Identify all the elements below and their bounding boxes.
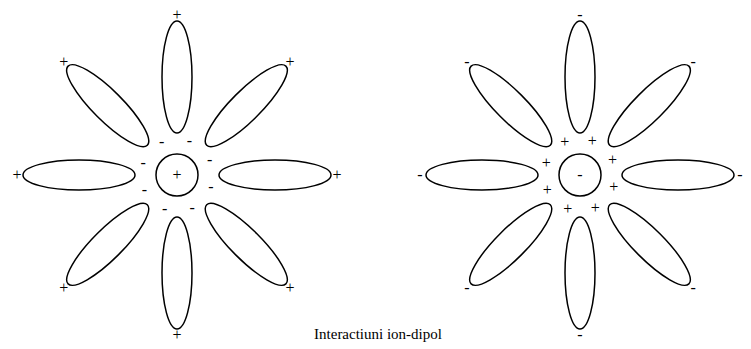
charge-sign: -	[417, 167, 422, 183]
charge-sign: -	[464, 280, 469, 296]
dipole-ellipse	[565, 21, 595, 133]
charge-sign: -	[142, 182, 147, 198]
ion-circle-outline	[559, 154, 601, 196]
dipole-ellipse	[599, 194, 699, 294]
charge-sign: +	[172, 327, 181, 343]
charge-sign: -	[464, 54, 469, 70]
charge-sign: +	[332, 167, 341, 183]
charge-sign: -	[162, 201, 167, 217]
ion-charge: +	[172, 167, 181, 183]
ion-circle: -	[558, 153, 602, 197]
dipole-ellipse	[57, 194, 157, 294]
dipole-ellipse	[57, 55, 157, 155]
charge-sign: +	[563, 201, 572, 217]
charge-sign: +	[608, 152, 617, 168]
dipole-ellipse	[565, 217, 595, 329]
charge-sign: +	[286, 280, 295, 296]
ion-circle-outline	[156, 154, 198, 196]
charge-sign: -	[737, 167, 742, 183]
dipole-ellipse	[196, 55, 296, 155]
charge-sign: +	[59, 280, 68, 296]
dipole-ellipse	[162, 217, 192, 329]
charge-sign: +	[591, 200, 600, 216]
charge-sign: +	[59, 54, 68, 70]
dipole-ellipse	[460, 194, 560, 294]
charge-sign: +	[560, 134, 569, 150]
ion-charge: -	[577, 167, 582, 183]
charge-sign: +	[542, 155, 551, 171]
charge-sign: -	[140, 155, 145, 171]
charge-sign: +	[588, 133, 597, 149]
dipole-ellipse	[196, 194, 296, 294]
charge-sign: -	[208, 179, 213, 195]
dipole-ellipse	[162, 21, 192, 133]
dipole-ellipse	[219, 160, 331, 190]
charge-sign: -	[577, 327, 582, 343]
charge-sign: -	[187, 133, 192, 149]
dipole-ellipse	[599, 55, 699, 155]
charge-sign: -	[159, 134, 164, 150]
dipole-ellipse	[460, 55, 560, 155]
charge-sign: +	[172, 7, 181, 23]
dipole-ellipse	[426, 160, 538, 190]
dipole-ellipse	[23, 160, 135, 190]
charge-sign: +	[609, 179, 618, 195]
dipole-ellipses	[23, 21, 734, 329]
charge-sign: -	[577, 7, 582, 23]
charge-sign: +	[286, 54, 295, 70]
charge-sign: -	[207, 152, 212, 168]
charge-sign: +	[543, 182, 552, 198]
ion-circle: +	[155, 153, 199, 197]
dipole-ellipse	[622, 160, 734, 190]
charge-sign: -	[690, 54, 695, 70]
figure-caption: Interactiuni ion-dipol	[314, 326, 442, 343]
charge-sign: -	[690, 280, 695, 296]
charge-sign: -	[190, 200, 195, 216]
charge-sign: +	[12, 167, 21, 183]
